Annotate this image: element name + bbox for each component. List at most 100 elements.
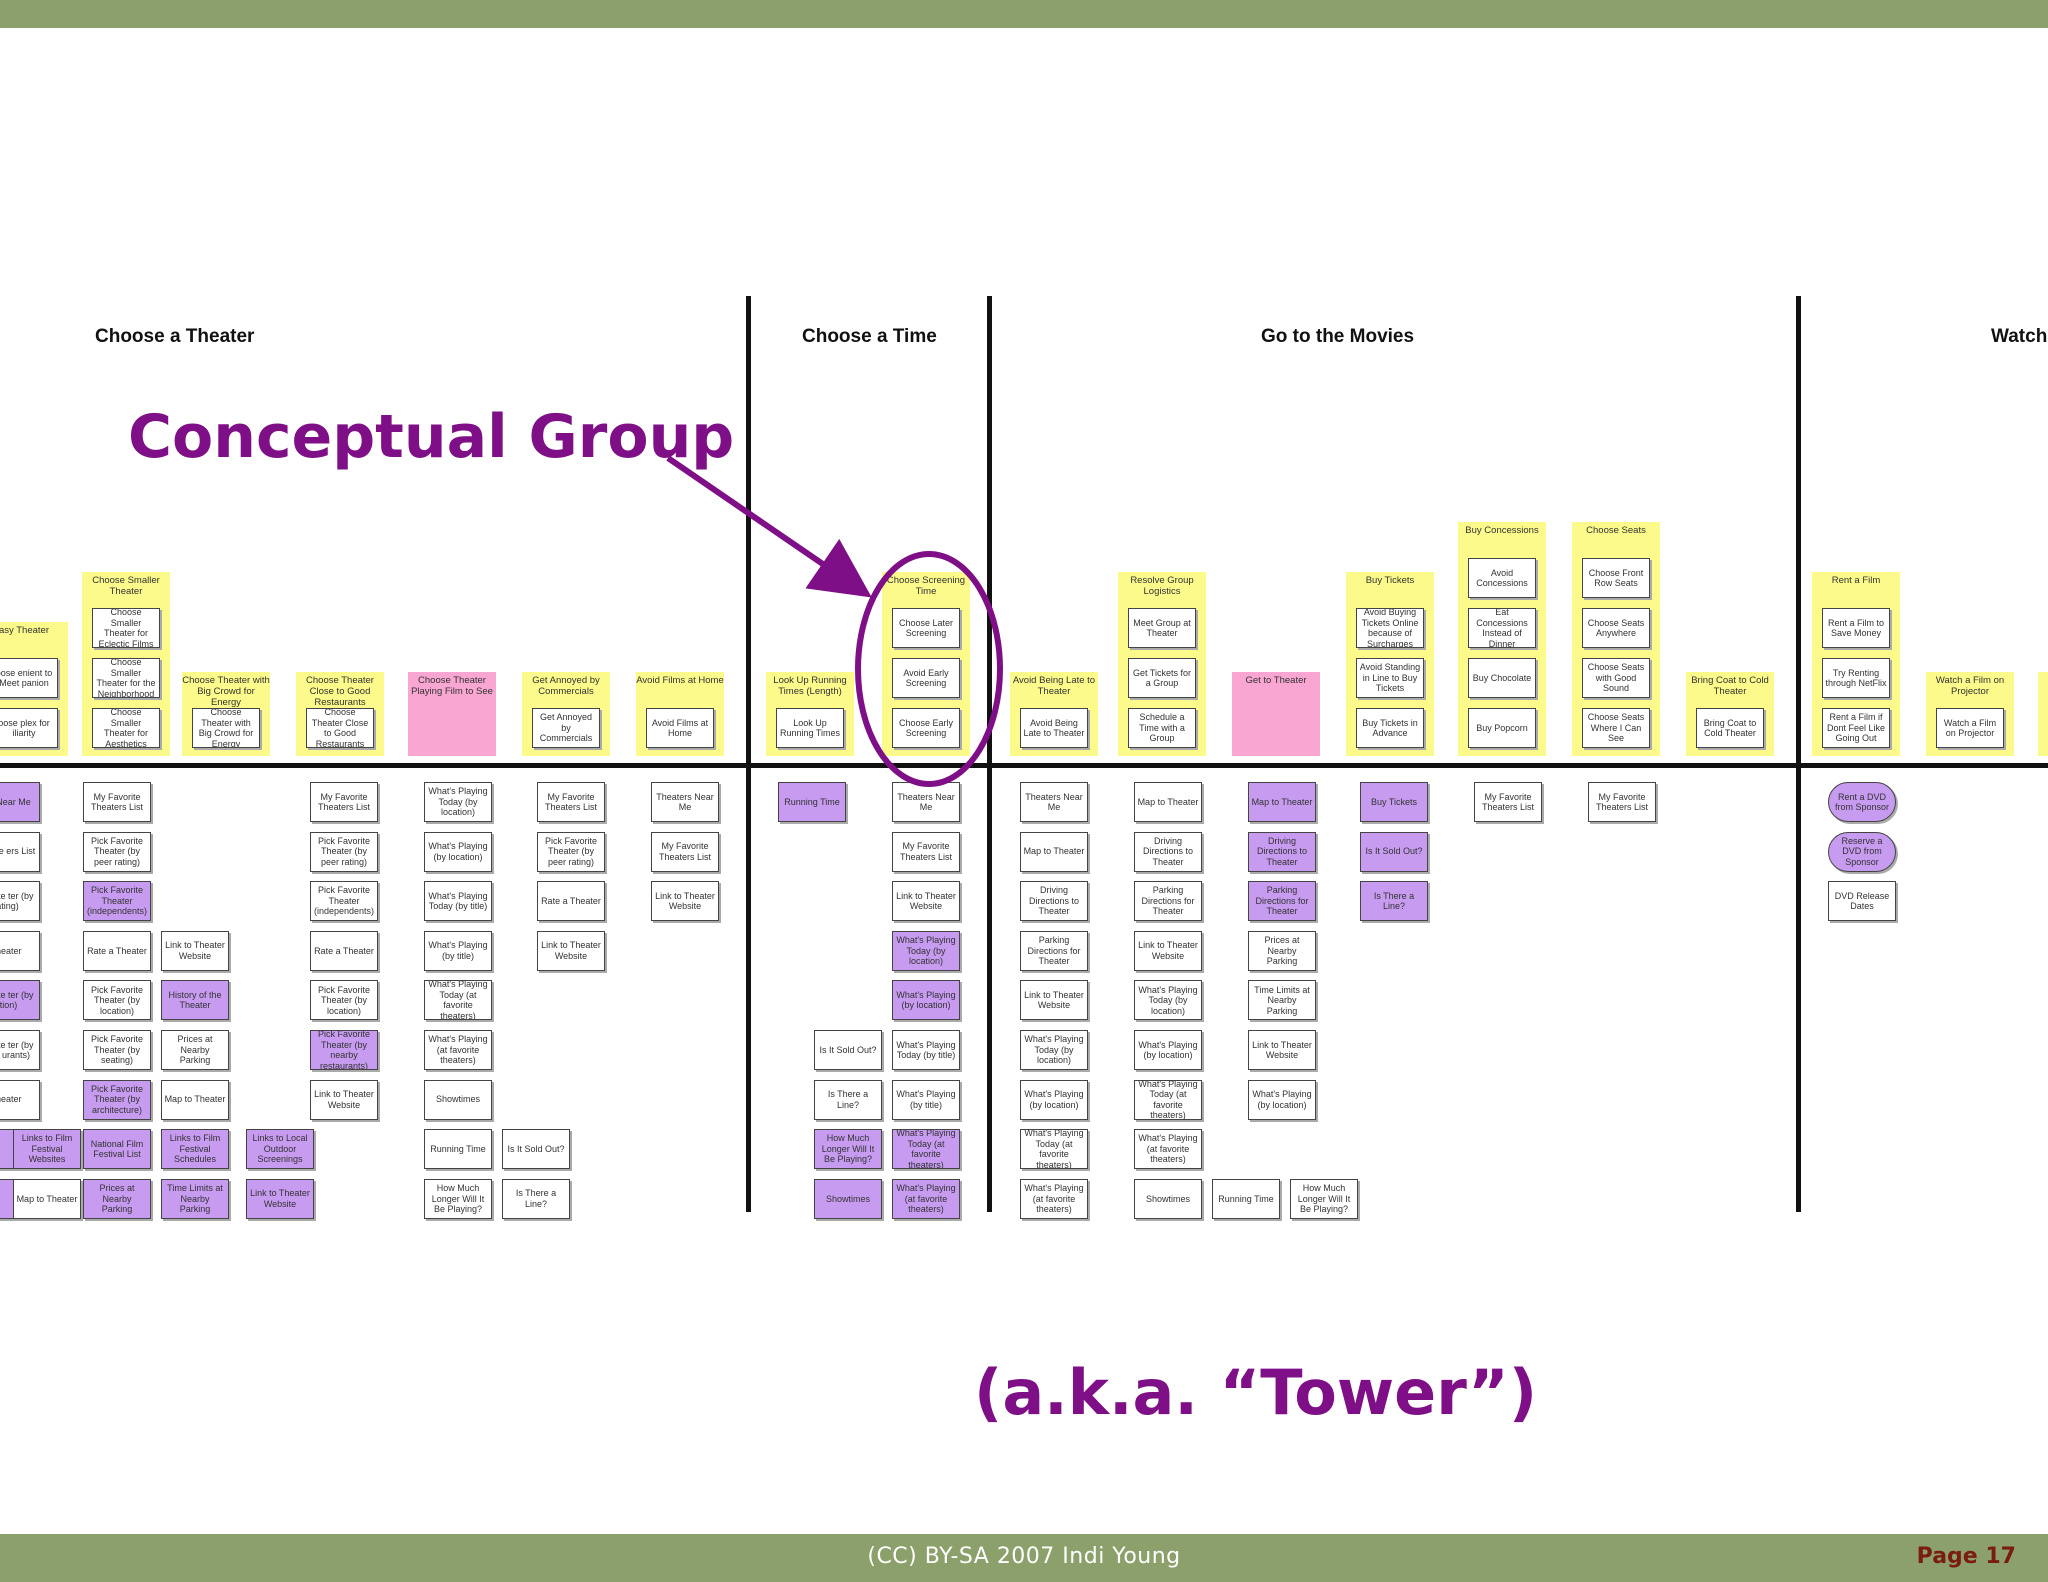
support-card: Prices at Nearby Parking [161, 1030, 229, 1070]
support-card: Links to Film Festival Websites [13, 1129, 81, 1170]
support-card: What's Playing (by title) [424, 930, 492, 971]
support-card: Rent a DVD from Sponsor [1828, 782, 1896, 822]
task-card: oose plex for iliarity [0, 708, 58, 748]
goal-heading: Go to the Movies [1261, 326, 1415, 347]
support-card: DVD Release Dates [1828, 881, 1896, 922]
tower-label: Get to Theater [1245, 675, 1307, 686]
support-card: What's Playing Today (at favorite theate… [424, 980, 492, 1021]
support-card: What's Playing Today (by location) [1020, 1030, 1088, 1070]
support-card: What's Playing (by location) [1020, 1079, 1088, 1120]
support-card: What's Playing Today (by location) [1134, 980, 1202, 1021]
support-card: Is It Sold Out? [1360, 831, 1428, 872]
tower-group: Choose Theater with Big Crowd for Energy… [182, 672, 270, 756]
task-card: Buy Popcorn [1468, 708, 1536, 748]
task-card: Choose Smaller Theater for Eclectic Film… [92, 608, 160, 648]
task-card: Choose Smaller Theater for Aesthetics [92, 708, 160, 748]
support-card: My Favorite Theaters List [310, 782, 378, 822]
support-card: Driving Directions to Theater [1248, 831, 1316, 872]
support-card: What's Playing Today (by title) [892, 1030, 960, 1070]
tower-label: Get Annoyed by Commercials [532, 675, 600, 697]
task-card: Choose Theater with Big Crowd for Energy [192, 708, 260, 748]
support-card: What's Playing Today (by title) [424, 881, 492, 922]
support-card: Parking Directions for Theater [1020, 930, 1088, 971]
support-card: Map to Theater [161, 1079, 229, 1120]
support-card: Parking Directions for Theater [1134, 881, 1202, 922]
support-card: Pick Favorite Theater (by peer rating) [537, 831, 605, 872]
support-card: My Favorite Theaters List [537, 782, 605, 822]
task-card: Look Up Running Times [776, 708, 844, 748]
support-card: What's Playing (at favorite theaters) [1134, 1129, 1202, 1170]
support-card: Running Time [424, 1129, 492, 1170]
support-card: Map to Theater [1020, 831, 1088, 872]
tower-group: Get to Theater [1232, 672, 1320, 756]
tower-label: Choose Theater Close to Good Restaurants [306, 675, 374, 708]
footer-bar: (CC) BY-SA 2007 Indi Young Page 17 [0, 1534, 2048, 1582]
task-card: Choose Later Screening [892, 608, 960, 648]
support-card: Time Limits at Nearby Parking [1248, 980, 1316, 1021]
support-card: What's Playing Today (at favorite theate… [1020, 1129, 1088, 1170]
task-card: Get Annoyed by Commercials [532, 708, 600, 748]
callout-title: Conceptual Group [128, 402, 735, 472]
support-card: Buy Tickets [1360, 782, 1428, 822]
goal-heading: Choose a Time [802, 326, 937, 347]
tower-label: Choose Screening Time [886, 575, 966, 597]
support-card: What's Playing (by location) [1134, 1030, 1202, 1070]
support-card: Is It Sold Out? [814, 1030, 882, 1070]
task-card: Choose Smaller Theater for the Neighborh… [92, 658, 160, 698]
support-card: What's Playing (at favorite theaters) [424, 1030, 492, 1070]
support-card: How Much Longer Will It Be Playing? [814, 1129, 882, 1170]
task-card: Avoid Concessions [1468, 558, 1536, 598]
task-card: Schedule a Time with a Group [1128, 708, 1196, 748]
support-card: Prices at Nearby Parking [83, 1178, 151, 1219]
task-card: Avoid Films at Home [646, 708, 714, 748]
support-card: Link to Theater Website [1020, 980, 1088, 1021]
task-card: Buy Tickets in Advance [1356, 708, 1424, 748]
tower-label: Look Up Running Times (Length) [773, 675, 847, 697]
support-card: avorite ter (by arby urants) [0, 1030, 40, 1070]
support-card: Is It Sold Out? [502, 1129, 570, 1170]
tower-label: Choose Seats [1586, 525, 1646, 536]
task-card: Choose Theater Close to Good Restaurants [306, 708, 374, 748]
tower-label: Buy Concessions [1465, 525, 1539, 536]
support-card: What's Playing Today (at favorite theate… [892, 1129, 960, 1170]
support-card: What's Playing (at favorite theaters) [1020, 1178, 1088, 1219]
tower-group [2038, 672, 2048, 756]
support-card: Is There a Line? [814, 1079, 882, 1120]
tower-label: Watch a Film on Projector [1935, 675, 2005, 697]
callout-subtitle: (a.k.a. “Tower”) [974, 1356, 1538, 1429]
task-card: Avoid Early Screening [892, 658, 960, 698]
support-card: Reserve a DVD from Sponsor [1828, 831, 1896, 872]
support-card: avorite ter (by ation) [0, 980, 40, 1021]
support-card: Is There a Line? [1360, 881, 1428, 922]
tower-label: Rent a Film [1831, 575, 1881, 586]
support-card: National Film Festival List [83, 1129, 151, 1170]
support-card: Showtimes [814, 1178, 882, 1219]
support-card: Pick Favorite Theater (by location) [83, 980, 151, 1021]
task-card: Get Tickets for a Group [1128, 658, 1196, 698]
task-card: Rent a Film if Dont Feel Like Going Out [1822, 708, 1890, 748]
tower-highlight-ellipse [855, 551, 1003, 787]
support-card: What's Playing (by location) [892, 980, 960, 1021]
support-card: What's Playing (at favorite theaters) [892, 1178, 960, 1219]
goal-heading: Watch [1991, 326, 2048, 347]
support-card: Link to Theater Website [310, 1079, 378, 1120]
task-card: Try Renting through NetFlix [1822, 658, 1890, 698]
support-card: Link to Theater Website [651, 881, 719, 922]
support-card: Links to Film Festival Schedules [161, 1129, 229, 1170]
support-card: My Favorite Theaters List [892, 831, 960, 872]
tower-group: Look Up Running Times (Length) Look Up Ru… [766, 672, 854, 756]
support-card: History of the Theater [161, 980, 229, 1021]
support-card: Rate a Theater [537, 881, 605, 922]
support-card: Rate a Theater [310, 930, 378, 971]
support-card: Link to Theater Website [1248, 1030, 1316, 1070]
page-number: Page 17 [1916, 1544, 2016, 1569]
goal-separator [746, 296, 751, 1212]
support-card: Driving Directions to Theater [1020, 881, 1088, 922]
support-card: What's Playing Today (at favorite theate… [1134, 1079, 1202, 1120]
support-card: Pick Favorite Theater (by peer rating) [83, 831, 151, 872]
